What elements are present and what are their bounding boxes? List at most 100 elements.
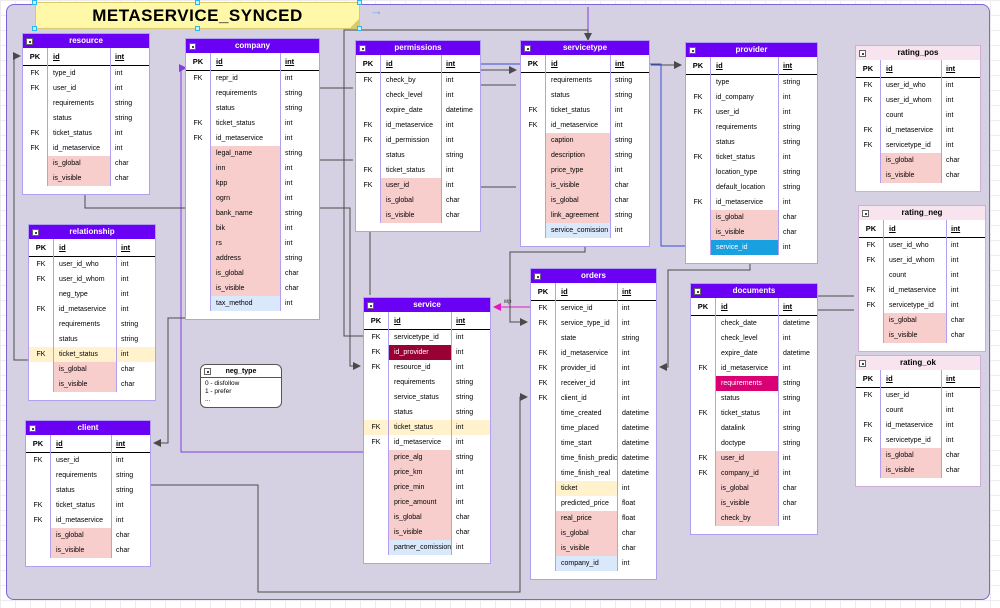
table-row[interactable]: check_byint <box>691 511 817 526</box>
table-row[interactable]: is_globalchar <box>856 153 980 168</box>
table-header-relationship[interactable]: relationship <box>29 225 155 239</box>
table-row[interactable]: FKticket_statusint <box>364 420 490 435</box>
table-row[interactable]: FKrepr_idint <box>186 71 319 86</box>
collapse-icon[interactable] <box>359 45 366 52</box>
table-documents[interactable]: documentsPKidintcheck_datedatetimecheck_… <box>690 283 818 535</box>
table-row[interactable]: partner_comissionint <box>364 540 490 555</box>
table-row[interactable]: requirementsstring <box>23 96 149 111</box>
table-row[interactable]: requirementsstring <box>521 73 649 88</box>
table-resource[interactable]: resourcePKidintFKtype_idintFKuser_idintr… <box>22 33 150 195</box>
table-row[interactable]: FKid_metaserviceint <box>686 195 817 210</box>
table-company[interactable]: companyPKidintFKrepr_idintrequirementsst… <box>185 38 320 320</box>
table-row[interactable]: time_finish_predicteddatetime <box>531 451 656 466</box>
table-row[interactable]: FKid_metaserviceint <box>856 123 980 138</box>
table-row[interactable]: FKticket_statusint <box>26 498 150 513</box>
table-header-provider[interactable]: provider <box>686 43 817 57</box>
table-row[interactable]: FKtype_idint <box>23 66 149 81</box>
table-orders[interactable]: ordersPKidintFKservice_idintFKservice_ty… <box>530 268 657 580</box>
table-row[interactable]: is_globalchar <box>186 266 319 281</box>
table-row[interactable]: FKcheck_byint <box>356 73 480 88</box>
table-row[interactable]: ticketint <box>531 481 656 496</box>
collapse-icon[interactable] <box>694 288 701 295</box>
table-row[interactable]: legal_namestring <box>186 146 319 161</box>
selection-handle[interactable] <box>195 0 200 5</box>
table-row[interactable]: FKid_metaserviceint <box>364 435 490 450</box>
table-row[interactable]: location_typestring <box>686 165 817 180</box>
table-row[interactable]: FKprovider_idint <box>531 361 656 376</box>
table-row[interactable]: bank_namestring <box>186 206 319 221</box>
table-rating_pos[interactable]: rating_posPKidintFKuser_id_whointFKuser_… <box>855 45 981 192</box>
table-row[interactable]: FKid_metaserviceint <box>531 346 656 361</box>
table-header-permissions[interactable]: permissions <box>356 41 480 55</box>
table-row[interactable]: FKuser_id_whomint <box>856 93 980 108</box>
table-row[interactable]: FKuser_id_whomint <box>29 272 155 287</box>
table-row[interactable]: neg_typeint <box>29 287 155 302</box>
table-row[interactable]: addressstring <box>186 251 319 266</box>
table-row[interactable]: is_visiblechar <box>531 541 656 556</box>
table-row[interactable]: PKidint <box>856 370 980 388</box>
table-row[interactable]: FKuser_idint <box>691 451 817 466</box>
table-row[interactable]: FKcompany_idint <box>691 466 817 481</box>
table-row[interactable]: FKticket_statusint <box>29 347 155 362</box>
table-row[interactable]: FKid_metaserviceint <box>29 302 155 317</box>
table-row[interactable]: innint <box>186 161 319 176</box>
table-row[interactable]: countint <box>859 268 985 283</box>
table-row[interactable]: is_globalchar <box>686 210 817 225</box>
table-row[interactable]: expire_datedatetime <box>356 103 480 118</box>
table-row[interactable]: requirementsstring <box>186 86 319 101</box>
table-row[interactable]: FKservicetype_idint <box>856 433 980 448</box>
table-row[interactable]: statusstring <box>686 135 817 150</box>
table-row[interactable]: is_globalchar <box>691 481 817 496</box>
table-row[interactable]: price_typeint <box>521 163 649 178</box>
table-row[interactable]: is_visiblechar <box>686 225 817 240</box>
table-row[interactable]: requirementsstring <box>686 120 817 135</box>
table-row[interactable]: check_datedatetime <box>691 316 817 331</box>
collapse-icon[interactable] <box>204 368 211 375</box>
table-row[interactable]: FKclient_idint <box>531 391 656 406</box>
table-row[interactable]: FKuser_idint <box>856 388 980 403</box>
table-row[interactable]: check_levelint <box>356 88 480 103</box>
table-row[interactable]: requirementsstring <box>364 375 490 390</box>
table-row[interactable]: time_placeddatetime <box>531 421 656 436</box>
collapse-icon[interactable] <box>859 360 866 367</box>
table-row[interactable]: PKidint <box>686 57 817 75</box>
table-row[interactable]: FKticket_statusint <box>686 150 817 165</box>
table-row[interactable]: PKidint <box>856 60 980 78</box>
table-row[interactable]: countint <box>856 108 980 123</box>
table-row[interactable]: expire_datedatetime <box>691 346 817 361</box>
table-rating_neg[interactable]: rating_negPKidintFKuser_id_whointFKuser_… <box>858 205 986 352</box>
table-row[interactable]: FKuser_id_whoint <box>856 78 980 93</box>
table-service[interactable]: servicePKidintFKservicetype_idintFKid_pr… <box>363 297 491 564</box>
table-row[interactable]: FKreceiver_idint <box>531 376 656 391</box>
table-header-company[interactable]: company <box>186 39 319 53</box>
table-header-client[interactable]: client <box>26 421 150 435</box>
table-row[interactable]: is_globalchar <box>521 193 649 208</box>
table-row[interactable]: statusstring <box>691 391 817 406</box>
table-row[interactable]: is_globalchar <box>859 313 985 328</box>
table-row[interactable]: PKidint <box>26 435 150 453</box>
table-row[interactable]: FKid_metaserviceint <box>859 283 985 298</box>
table-row[interactable]: FKuser_id_whomint <box>859 253 985 268</box>
table-header-service[interactable]: service <box>364 298 490 312</box>
table-row[interactable]: datalinkstring <box>691 421 817 436</box>
table-row[interactable]: price_amountint <box>364 495 490 510</box>
collapse-icon[interactable] <box>534 273 541 280</box>
table-row[interactable]: FKid_metaserviceint <box>186 131 319 146</box>
pointer-arrow-icon[interactable]: → <box>370 3 383 18</box>
table-row[interactable]: FKticket_statusint <box>691 406 817 421</box>
table-row[interactable]: statusstring <box>356 148 480 163</box>
table-row[interactable]: statusstring <box>364 405 490 420</box>
table-row[interactable]: ogrnint <box>186 191 319 206</box>
table-row[interactable]: service_statusstring <box>364 390 490 405</box>
table-row[interactable]: FKuser_idint <box>23 81 149 96</box>
table-header-rating_pos[interactable]: rating_pos <box>856 46 980 60</box>
table-row[interactable]: PKidint <box>364 312 490 330</box>
table-row[interactable]: PKidint <box>186 53 319 71</box>
table-row[interactable]: FKid_permissionint <box>356 133 480 148</box>
collapse-icon[interactable] <box>32 229 39 236</box>
table-row[interactable]: statusstring <box>186 101 319 116</box>
table-row[interactable]: FKid_providerint <box>364 345 490 360</box>
table-header-servicetype[interactable]: servicetype <box>521 41 649 55</box>
collapse-icon[interactable] <box>367 302 374 309</box>
table-row[interactable]: FKresource_idint <box>364 360 490 375</box>
